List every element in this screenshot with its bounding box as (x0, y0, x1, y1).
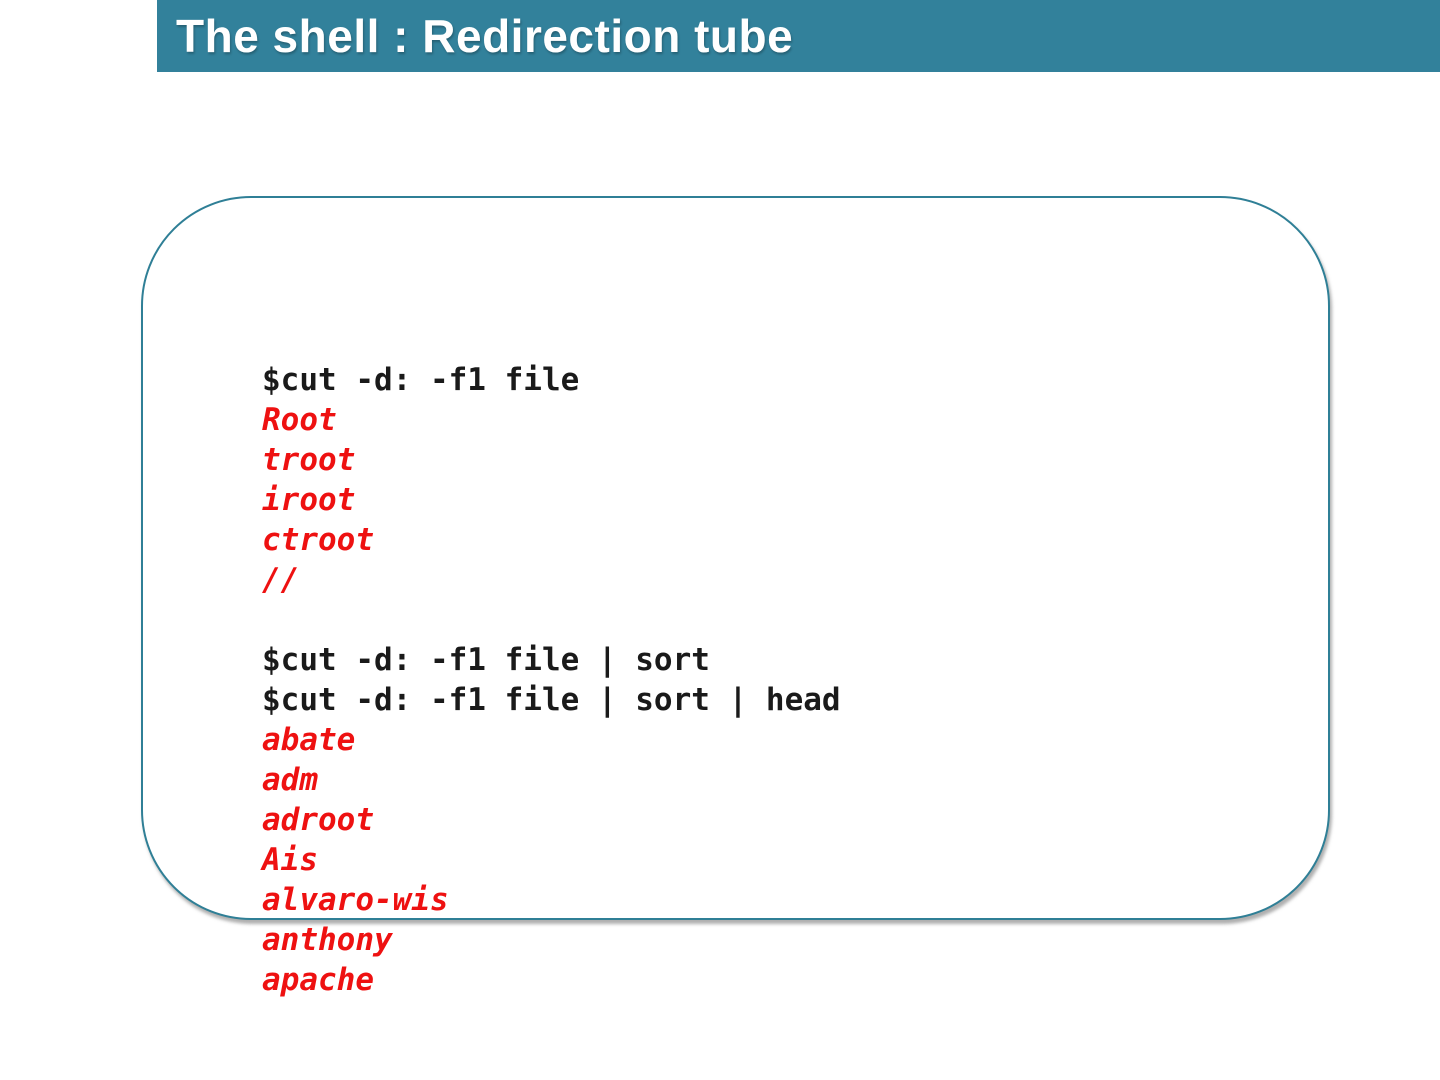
terminal-line: // (262, 562, 300, 598)
terminal-line: adm (262, 762, 318, 798)
terminal-output-panel (141, 196, 1330, 920)
terminal-line (262, 600, 841, 640)
terminal-line: adroot (262, 802, 374, 838)
terminal-line: Root (262, 402, 337, 438)
terminal-line: $cut -d: -f1 file (262, 362, 580, 398)
terminal-line: abate (262, 722, 356, 758)
terminal-line: anthony (262, 922, 393, 958)
terminal-line: $cut -d: -f1 file | sort (262, 642, 710, 678)
terminal-line: alvaro-wis (262, 882, 449, 918)
terminal-line: apache (262, 962, 374, 998)
page-title: The shell : Redirection tube (176, 10, 794, 62)
terminal-line: iroot (262, 482, 356, 518)
slide-title-bar: The shell : Redirection tube (157, 0, 1440, 72)
terminal-line: troot (262, 442, 356, 478)
terminal-line: Ais (262, 842, 318, 878)
terminal-line: $cut -d: -f1 file | sort | head (262, 682, 841, 718)
terminal-line: ctroot (262, 522, 374, 558)
